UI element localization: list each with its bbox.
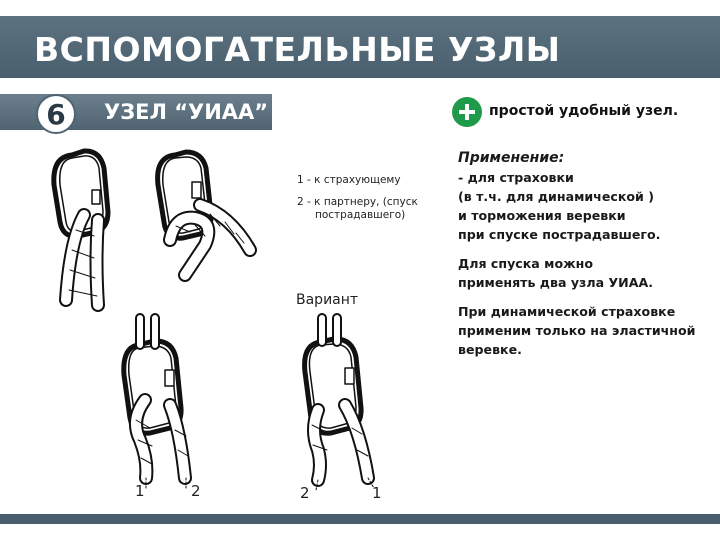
legend-item-2: 2 - к партнеру, (спуск [297, 196, 418, 208]
legend-item-1: 1 - к страхующему [297, 174, 401, 186]
info-line: применим только на эластичной [458, 323, 696, 338]
info-line: и торможения веревки [458, 208, 626, 223]
rope-label-2: 2 [300, 484, 310, 502]
info-block: Применение: - для страховки (в т.ч. для … [458, 150, 708, 359]
rope-1 [59, 208, 105, 312]
info-line: При динамической страховке [458, 304, 676, 319]
rope-label-1: 1 [372, 484, 382, 502]
info-heading: Применение: [458, 150, 565, 166]
rope-4 [307, 313, 375, 491]
rope-3 [129, 313, 192, 489]
info-line: (в т.ч. для динамической ) [458, 189, 655, 204]
plus-circle-icon [452, 97, 482, 127]
footer-bar [0, 514, 720, 524]
header-bar [0, 16, 720, 78]
info-line: при спуске пострадавшего. [458, 227, 661, 242]
page-title: ВСПОМОГАТЕЛЬНЫЕ УЗЛЫ [34, 30, 561, 69]
info-line: - для страховки [458, 170, 574, 185]
legend-item-2-cont: пострадавшего) [315, 209, 406, 221]
rope-label-1: 1 [135, 482, 145, 500]
variant-label: Вариант [296, 292, 359, 308]
section-title: УЗЕЛ “УИАА” [104, 100, 269, 124]
rope-label-2: 2 [191, 482, 201, 500]
info-line: применять два узла УИАА. [458, 275, 653, 290]
info-line: Для спуска можно [458, 256, 594, 271]
info-line: веревке. [458, 342, 522, 357]
rope-2 [163, 198, 257, 282]
feature-text: простой удобный узел. [489, 103, 679, 119]
section-number: 6 [36, 94, 76, 134]
rope-legend: 1 - к страхующему 2 - к партнеру, (спуск… [297, 174, 418, 222]
